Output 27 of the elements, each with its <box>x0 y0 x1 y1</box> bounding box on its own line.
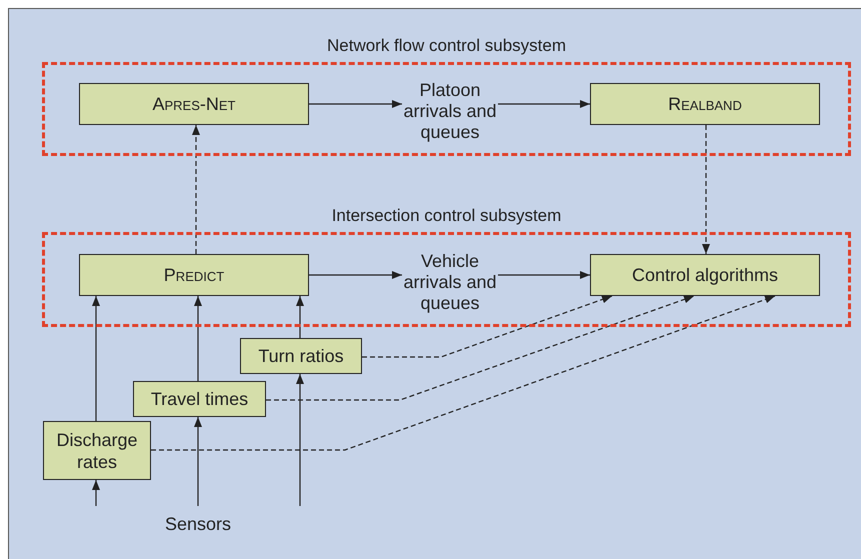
arrow <box>194 296 202 381</box>
arrow <box>266 295 694 401</box>
process-box: Discharge rates <box>43 421 151 480</box>
subsystem-title: Intersection control subsystem <box>330 205 562 227</box>
flow-label: Vehicle arrivals and queues <box>402 249 498 315</box>
flow-label: Platoon arrivals and queues <box>402 78 498 144</box>
arrow <box>296 296 304 338</box>
arrow <box>309 271 402 279</box>
arrow <box>702 125 710 254</box>
arrow <box>194 417 202 506</box>
arrow <box>362 295 612 358</box>
process-box: Control algorithms <box>590 254 820 296</box>
arrow <box>309 100 402 108</box>
arrow <box>92 296 100 421</box>
arrow <box>498 271 590 279</box>
subsystem-title: Network flow control subsystem <box>326 35 568 57</box>
arrow <box>92 480 100 506</box>
process-box: Travel times <box>133 381 266 417</box>
arrow <box>498 100 590 108</box>
process-box: Predict <box>79 254 309 296</box>
input-source-label: Sensors <box>164 513 232 536</box>
arrow <box>192 125 200 254</box>
process-box: Realband <box>590 83 820 125</box>
process-box: Turn ratios <box>240 338 362 374</box>
arrow <box>151 295 776 451</box>
arrow <box>296 374 304 506</box>
process-box: Apres-Net <box>79 83 309 125</box>
